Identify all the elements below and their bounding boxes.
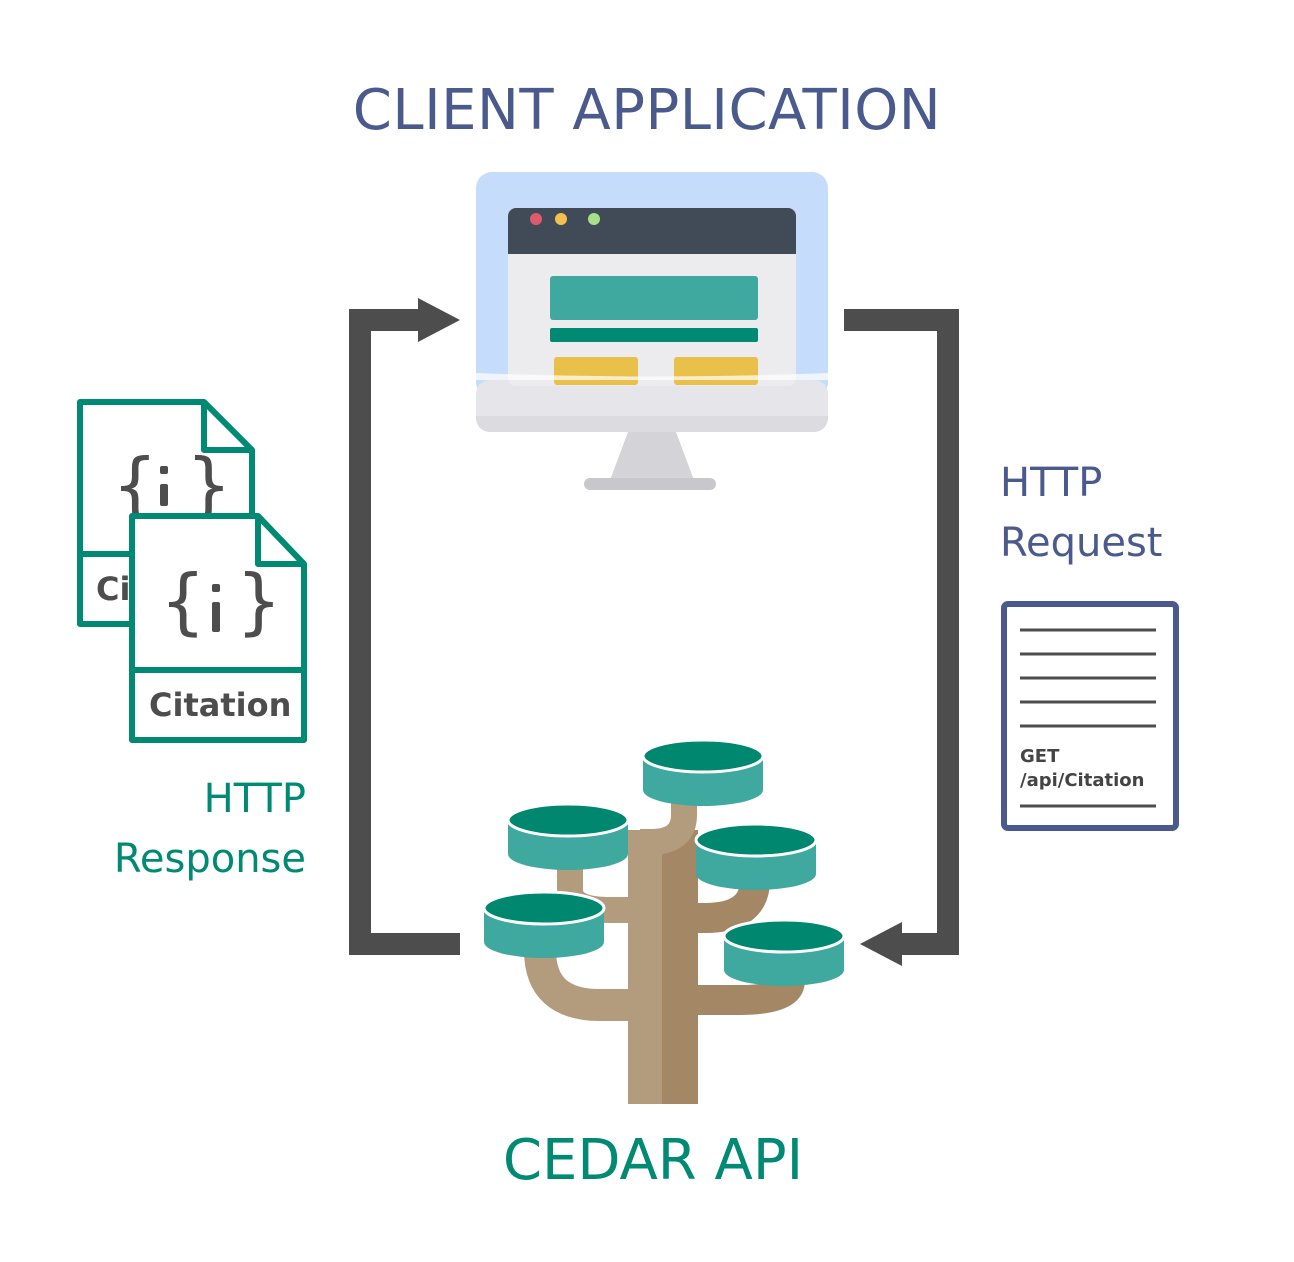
cedar-tree-icon (482, 738, 846, 1104)
database-disk-icon (694, 822, 818, 890)
database-disk-icon (641, 738, 765, 806)
request-method: GET (1020, 746, 1060, 767)
computer-monitor-icon (476, 172, 828, 490)
request-arrow (844, 309, 959, 955)
http-response-label-line2: Response (113, 836, 306, 882)
request-document-text: GET /api/Citation (1020, 745, 1144, 793)
minimize-dot-icon (555, 213, 567, 225)
content-bar (550, 328, 758, 342)
citation-label-back: Citation (96, 570, 130, 608)
database-disk-icon (722, 918, 846, 986)
response-arrow (349, 309, 460, 955)
client-application-title: CLIENT APPLICATION (352, 78, 942, 143)
request-path: /api/Citation (1020, 770, 1145, 791)
svg-text:{: { (160, 559, 206, 643)
request-arrowhead-icon (860, 922, 902, 966)
cedar-api-title: CEDAR API (502, 1128, 804, 1193)
citation-label-front: Citation (149, 686, 292, 724)
http-request-label-line2: Request (1000, 520, 1163, 566)
request-document-icon (1001, 601, 1179, 831)
svg-text:}: } (236, 559, 282, 643)
http-request-label-line1: HTTP (1000, 460, 1103, 506)
browser-window (508, 208, 796, 386)
http-response-label-line1: HTTP (203, 776, 306, 822)
database-disk-icon (506, 802, 630, 870)
placeholder-button-right (674, 357, 758, 385)
response-arrowhead-icon (418, 298, 460, 342)
database-disk-icon (482, 890, 606, 958)
placeholder-button-left (554, 357, 638, 385)
citation-label-back-clip: Citation (84, 555, 130, 621)
banner-block (550, 276, 758, 320)
maximize-dot-icon (588, 213, 600, 225)
close-dot-icon (530, 213, 542, 225)
citation-file-icon-front: { } (129, 513, 307, 743)
